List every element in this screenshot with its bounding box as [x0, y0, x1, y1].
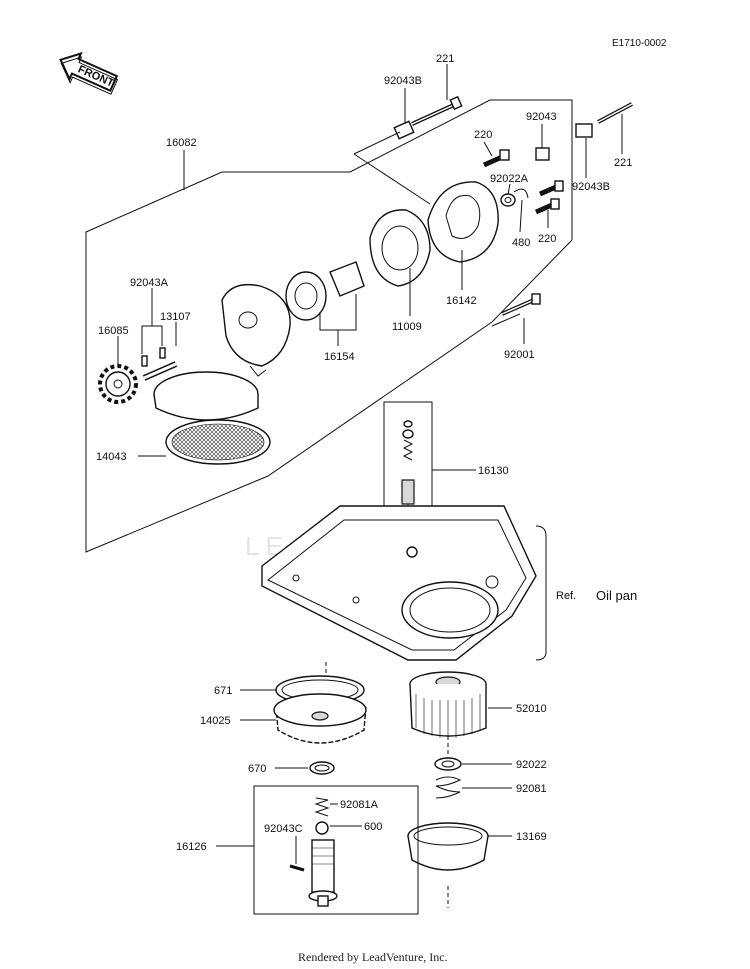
strainer-14025 — [273, 693, 367, 744]
shaft-13107 — [142, 361, 178, 381]
label-220-top: 220 — [474, 129, 492, 141]
label-13107: 13107 — [160, 311, 191, 323]
label-13169: 13169 — [516, 831, 547, 843]
front-arrow-icon: FRONT — [59, 51, 119, 95]
oil-pan — [261, 505, 537, 661]
pin-92043c — [289, 864, 305, 872]
label-480: 480 — [512, 237, 530, 249]
spring-92081 — [435, 776, 462, 799]
washer-92022a — [500, 193, 516, 207]
label-221-right: 221 — [614, 157, 632, 169]
oil-pan-label: Oil pan — [596, 588, 637, 603]
ball-600 — [315, 821, 329, 835]
collar-92043b-right — [575, 123, 593, 138]
bolt-92001 — [501, 293, 541, 316]
bolt-221-right — [597, 102, 633, 124]
label-16082: 16082 — [166, 137, 197, 149]
rotor-16154 — [285, 261, 365, 321]
label-92001: 92001 — [504, 349, 535, 361]
label-92022: 92022 — [516, 759, 547, 771]
label-92081: 92081 — [516, 783, 547, 795]
collar-92043b-top — [393, 120, 415, 140]
filter-cover-13169 — [407, 822, 489, 871]
bolt-221-top — [411, 95, 463, 126]
gasket-11009 — [369, 209, 431, 287]
label-92043b-right: 92043B — [572, 181, 610, 193]
bolt-220-top — [482, 149, 510, 168]
o-ring-670 — [309, 761, 335, 775]
oil-pump-strainer-housing — [153, 371, 259, 421]
oil-pump-group-outline — [85, 99, 573, 553]
label-92081a: 92081A — [340, 799, 379, 811]
label-92043: 92043 — [526, 111, 557, 123]
label-92043c: 92043C — [264, 823, 303, 835]
label-52010: 52010 — [516, 703, 547, 715]
washer-92022 — [434, 757, 462, 771]
bypass-group-outline — [253, 785, 419, 915]
label-92043b-top: 92043B — [384, 75, 422, 87]
label-220-right: 220 — [538, 233, 556, 245]
label-600: 600 — [364, 821, 382, 833]
bolts-220-right — [534, 180, 564, 215]
label-221-top: 221 — [436, 53, 454, 65]
ref-label: Ref. — [556, 590, 576, 602]
label-92022a: 92022A — [490, 173, 529, 185]
label-16085: 16085 — [98, 325, 129, 337]
label-16154: 16154 — [324, 351, 355, 363]
oil-screen-14043 — [165, 419, 271, 465]
oil-pan-bracket — [535, 525, 547, 661]
sprocket-16085 — [98, 364, 138, 404]
label-671: 671 — [214, 685, 232, 697]
label-16126: 16126 — [176, 841, 207, 853]
oil-filter-52010 — [409, 671, 487, 738]
pump-body — [221, 283, 291, 377]
diagram-code: E1710-0002 — [612, 38, 667, 49]
bypass-valve-16126 — [308, 839, 338, 907]
spring-92081a — [314, 797, 330, 817]
footer-credit: Rendered by LeadVenture, Inc. — [298, 950, 448, 964]
label-14025: 14025 — [200, 715, 231, 727]
label-16130: 16130 — [478, 465, 509, 477]
dowel-pins-92043a — [141, 347, 166, 367]
collar-92043 — [535, 147, 550, 161]
label-14043: 14043 — [96, 451, 127, 463]
label-11009: 11009 — [392, 321, 422, 333]
pump-cover-16142 — [427, 181, 499, 263]
clip-480 — [513, 188, 529, 199]
label-16142: 16142 — [446, 295, 477, 307]
label-92043a: 92043A — [130, 277, 169, 289]
label-670: 670 — [248, 763, 266, 775]
leader-lines — [117, 64, 623, 864]
